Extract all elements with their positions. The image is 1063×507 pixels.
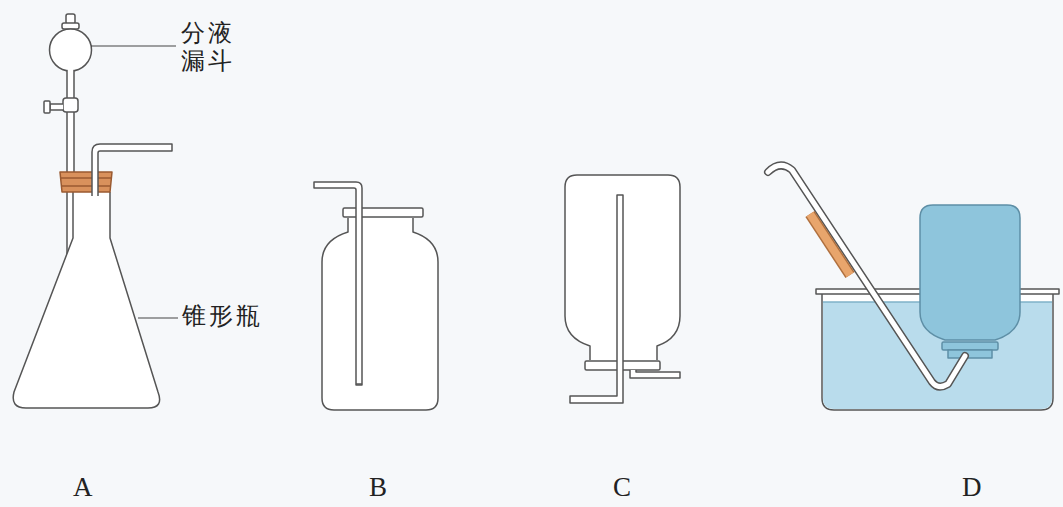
apparatus-letter: B [369,472,409,503]
apparatus-letter: D [962,472,1002,503]
part-name: 分液 漏斗 [181,20,239,75]
leader-line [91,46,176,47]
inverted-bottle [565,175,680,403]
conical-flask [13,144,172,408]
apparatus-letter: A [73,472,113,503]
delivery-tube [768,165,965,386]
apparatus-letter: C [613,472,653,503]
part-name: 锥形瓶 [182,303,322,331]
collection-bottle [314,182,438,410]
gas-jar [920,205,1020,358]
leader-line [138,318,178,319]
